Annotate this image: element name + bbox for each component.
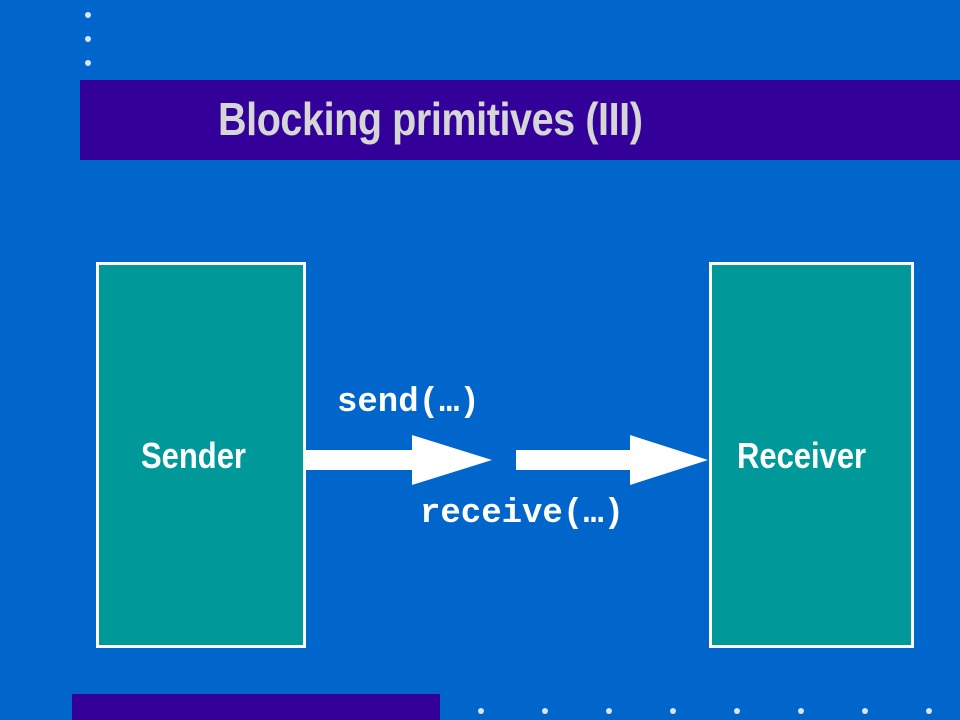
receive-arrow — [516, 435, 708, 485]
decorative-dot — [542, 708, 548, 714]
send-arrow — [306, 435, 492, 485]
decorative-dot — [85, 60, 91, 66]
decorative-dot — [85, 36, 91, 42]
decorative-dot — [798, 708, 804, 714]
decorative-dot — [734, 708, 740, 714]
decorative-dot — [478, 708, 484, 714]
decorative-dot — [670, 708, 676, 714]
decorative-dot — [926, 708, 932, 714]
bottom-band — [72, 694, 440, 720]
decorative-dot — [85, 12, 91, 18]
receive-call-label: receive(…) — [420, 495, 625, 533]
decorative-dot — [862, 708, 868, 714]
receiver-box — [709, 262, 914, 648]
receiver-label: Receiver — [737, 435, 867, 476]
sender-label: Sender — [141, 435, 246, 476]
send-call-label: send(…) — [337, 384, 480, 422]
sender-box — [96, 262, 306, 648]
decorative-dot — [606, 708, 612, 714]
slide-title: Blocking primitives (III) — [218, 93, 643, 145]
title-band — [80, 80, 960, 160]
